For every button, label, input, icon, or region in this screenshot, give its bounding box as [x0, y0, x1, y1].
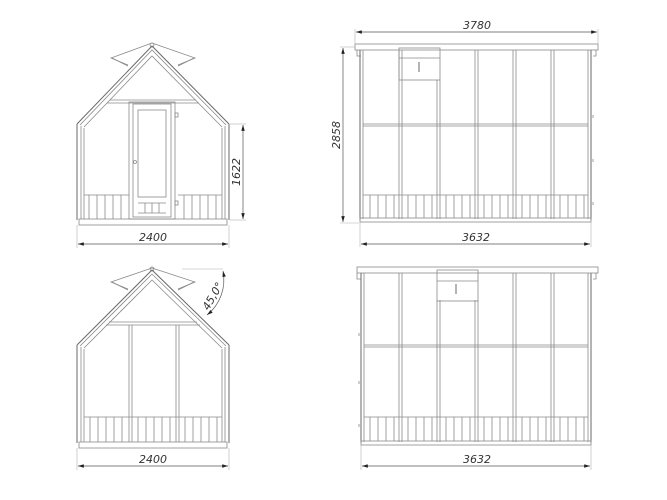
lower-slat-panel-right [178, 194, 222, 219]
roof-vent-flaps [109, 266, 197, 291]
wall-height-label: 1622 [230, 158, 243, 186]
rear-elevation: 2400 45,0° [76, 266, 230, 470]
hinge-icon [174, 112, 179, 118]
roof-vent-window [436, 269, 479, 302]
width-label: 2400 [139, 231, 167, 244]
door [128, 101, 179, 220]
height-label: 2858 [330, 121, 343, 149]
walls [76, 99, 230, 226]
lower-slat-panels [364, 416, 588, 441]
lower-slat-panel-left [84, 194, 129, 219]
dimension-width: 2400 [76, 448, 230, 470]
dimension-roof-angle: 45,0° [182, 268, 226, 316]
roof-vent-flaps [109, 42, 197, 67]
roof-angle-label: 45,0° [200, 280, 226, 312]
dimension-base-width: 3632 [359, 222, 592, 247]
dimension-overall-width: 3780 [354, 19, 599, 44]
lower-slat-panels [84, 416, 222, 442]
base-width-label: 3632 [462, 231, 490, 244]
base-width-label: 3632 [463, 453, 491, 466]
gable-roof [76, 45, 230, 128]
overall-width-label: 3780 [463, 19, 491, 32]
wall-posts [398, 273, 555, 442]
dimension-base-width: 3632 [360, 445, 592, 470]
door-handle-icon [133, 160, 137, 164]
dimension-total-height: 2858 [330, 46, 359, 224]
wall-posts [398, 50, 555, 219]
dimension-width: 2400 [76, 225, 230, 248]
lower-slat-panels [363, 194, 588, 218]
walls [76, 321, 230, 449]
side-elevation-vent-left: 3780 2858 3632 [330, 19, 599, 247]
hinge-icon [174, 200, 179, 206]
dimension-wall-height: 1622 [230, 123, 246, 221]
front-elevation-with-door: 2400 1622 [76, 42, 246, 248]
roof-vent-window [398, 47, 441, 81]
side-elevation-vent-center: 3632 [356, 266, 599, 470]
width-label: 2400 [139, 453, 167, 466]
